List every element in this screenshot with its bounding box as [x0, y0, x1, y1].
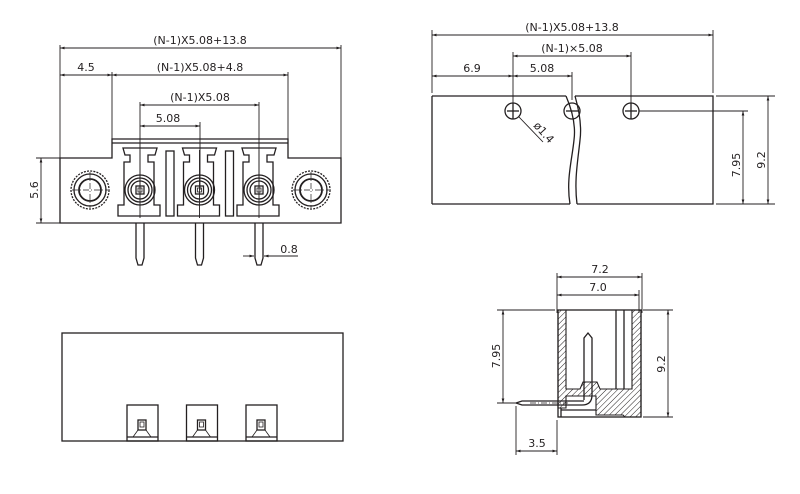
label-outer-depth: 7.2	[591, 263, 609, 276]
front-view: (N-1)X5.08+13.8 4.5 (N-1)X5.08+4.8 (N-1)…	[28, 34, 342, 266]
connector-body-outline	[59, 138, 342, 224]
label-pin-height: 7.95	[490, 344, 503, 369]
bottom-view	[61, 332, 344, 442]
label-hole-height: 7.95	[730, 153, 743, 178]
label-body-width: (N-1)X5.08+4.8	[157, 61, 244, 74]
break-line	[565, 95, 576, 205]
terminal-position	[117, 147, 161, 218]
label-inner-depth: 7.0	[589, 281, 607, 294]
label-height: 5.6	[28, 181, 41, 199]
flange-screw-right	[291, 170, 331, 210]
terminal-position	[176, 147, 221, 218]
label-top-pitch: 5.08	[530, 62, 555, 75]
socket-opening	[185, 404, 219, 442]
label-top-pitch-total: (N-1)×5.08	[541, 42, 603, 55]
side-pin	[513, 331, 593, 406]
label-top-overall-width: (N-1)X5.08+13.8	[525, 21, 619, 34]
terminal-position	[236, 147, 280, 218]
divider-rib	[165, 150, 175, 217]
label-pitch: 5.08	[156, 112, 181, 125]
solder-pin	[254, 223, 264, 266]
solder-pin	[135, 223, 145, 266]
flange-screw-left	[70, 170, 110, 210]
leader-hole-diameter	[518, 116, 544, 143]
label-pin-width: 0.8	[280, 243, 298, 256]
socket-opening	[245, 404, 278, 442]
label-flange-offset: 4.5	[77, 61, 95, 74]
pin-hole	[563, 102, 581, 120]
label-edge-offset: 6.9	[463, 62, 481, 75]
label-top-height: 9.2	[755, 151, 768, 169]
label-pin-extension: 3.5	[528, 437, 546, 450]
pin-hole	[622, 102, 640, 120]
top-body-outline	[432, 95, 714, 205]
side-view: 7.2 7.0 7.95 9.2 3.5	[490, 263, 673, 455]
solder-pin	[194, 223, 205, 266]
label-side-height: 9.2	[655, 355, 668, 373]
bottom-body-outline	[61, 332, 344, 442]
label-overall-width: (N-1)X5.08+13.8	[153, 34, 247, 47]
divider-rib	[224, 150, 235, 217]
socket-opening	[126, 404, 159, 442]
pin-hole	[504, 102, 522, 120]
label-pitch-total: (N-1)X5.08	[170, 91, 230, 104]
top-view: (N-1)X5.08+13.8 (N-1)×5.08 6.9 5.08	[431, 21, 775, 205]
